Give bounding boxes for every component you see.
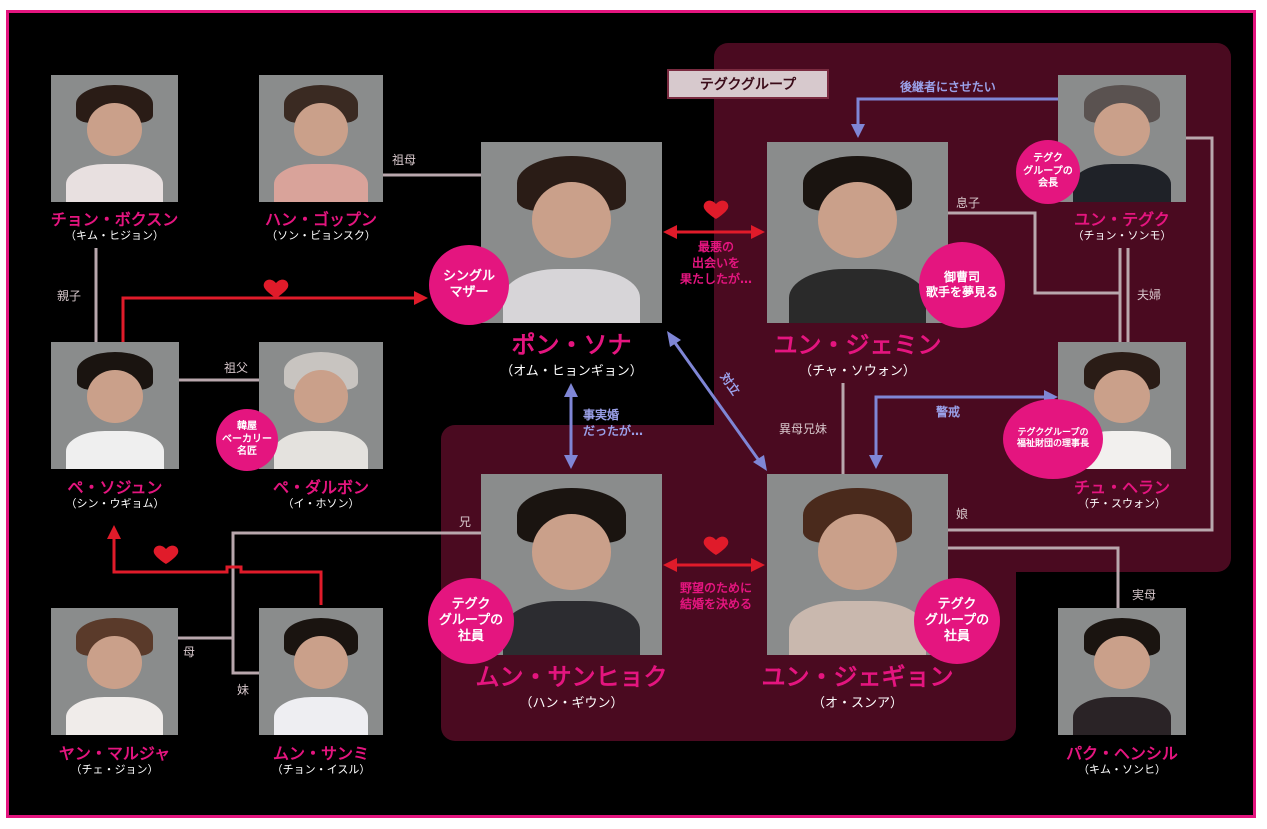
arrow-head-cl-down: [564, 455, 578, 469]
arrow-head-sona-r: [751, 225, 765, 239]
photo-bokusun: [51, 75, 178, 202]
actor-maruja: （チェ・ジョン）: [70, 763, 159, 776]
name-sona: ポン・ソナ: [511, 331, 632, 359]
badge-heran: テグクグループの 福祉財団の理事長: [1003, 399, 1103, 479]
actor-jemin: （チャ・ソウォン）: [799, 364, 916, 379]
line-successor: [856, 97, 1058, 128]
arrow-head-sj-r: [751, 558, 765, 572]
arrow-head-love-sojun: [414, 291, 428, 305]
arrow-head-love-sanmi: [107, 525, 121, 539]
actor-sojun: （シン・ウギョム）: [65, 497, 165, 510]
name-jemin: ユン・ジェミン: [773, 331, 942, 359]
label-grandmother: 祖母: [392, 153, 417, 167]
photo-jemin: [767, 142, 948, 323]
arrow-label-successor: 後継者にさせたい: [900, 80, 996, 94]
photo-goppun: [259, 75, 383, 202]
name-sojun: ペ・ソジュン: [67, 478, 163, 497]
arrow-label-common-law: 事実婚 だったが…: [583, 408, 644, 439]
badge-darubon: 韓屋 ベーカリー 名匠: [216, 409, 278, 471]
photo-tegku: [1058, 75, 1186, 202]
label-bio-mother: 実母: [1132, 588, 1157, 602]
arrow-head-sj-l: [663, 558, 677, 572]
heart-icon: [703, 200, 729, 219]
actor-goppun: （ソン・ビョンスク）: [266, 229, 376, 242]
actor-sona: （オム・ヒョンギョン）: [500, 364, 643, 379]
arrow-head-sona-l: [663, 225, 677, 239]
name-darubon: ペ・ダルボン: [272, 478, 369, 497]
photo-darubon: [259, 342, 383, 469]
line-confront: [671, 339, 762, 463]
heart-icon: [263, 279, 289, 298]
badge-jemin: 御曹司 歌手を夢見る: [919, 242, 1005, 328]
label-son: 息子: [956, 196, 981, 210]
arrow-head-wary-b: [869, 455, 883, 469]
photo-maruja: [51, 608, 178, 735]
actor-tegku: （チョン・ソンモ）: [1072, 229, 1172, 242]
name-sanhyok: ムン・サンヒョク: [475, 663, 668, 691]
name-sanmi: ムン・サンミ: [272, 744, 369, 763]
line-love-sanmi: [112, 538, 323, 605]
line-love-sojun: [121, 296, 415, 342]
actor-sanmi: （チョン・イスル）: [271, 763, 371, 776]
actor-darubon: （イ・ホソン）: [282, 497, 360, 510]
arrow-label-wary: 警戒: [936, 405, 961, 419]
label-older-brother: 兄: [459, 515, 472, 529]
arrow-label-ambition: 野望のために 結婚を決める: [679, 581, 752, 612]
label-spouse: 夫婦: [1137, 288, 1162, 302]
badge-tegku: テグク グループの 会長: [1016, 140, 1080, 204]
heart-icon: [703, 536, 729, 555]
badge-jegyon: テグク グループの 社員: [914, 578, 1000, 664]
line-son: [948, 211, 1120, 295]
photo-hensil: [1058, 608, 1186, 735]
actor-bokusun: （キム・ヒジョン）: [65, 229, 164, 242]
name-maruja: ヤン・マルジャ: [58, 744, 171, 763]
label-half-sibling: 異母兄妹: [779, 422, 828, 436]
badge-sanhyok: テグク グループの 社員: [428, 578, 514, 664]
arrow-head-confront-b: [753, 455, 767, 471]
name-hensil: パク・ヘンシル: [1066, 744, 1178, 763]
actor-sanhyok: （ハン・ギウン）: [519, 696, 624, 711]
arrow-head-successor: [851, 124, 865, 138]
label-parent-child: 親子: [57, 289, 82, 303]
label-daughter: 娘: [956, 507, 969, 521]
group-label: テグクグループ: [667, 69, 829, 99]
line-wary: [874, 395, 1048, 460]
arrow-head-confront-a: [667, 331, 681, 347]
name-jegyon: ユン・ジェギョン: [761, 663, 954, 691]
arrow-head-cl-up: [564, 383, 578, 397]
line-tegku-right: [948, 136, 1214, 532]
badge-sona: シングル マザー: [429, 245, 509, 325]
photo-sona: [481, 142, 662, 323]
arrow-label-worst-meeting: 最悪の 出会いを 果たしたが…: [679, 240, 752, 287]
actor-heran: （チ・スウォン）: [1078, 497, 1166, 510]
photo-sanmi: [259, 608, 383, 735]
actor-hensil: （キム・ソンヒ）: [1078, 763, 1166, 776]
heart-icon: [153, 545, 179, 564]
actor-jegyon: （オ・スンア）: [811, 696, 903, 711]
name-bokusun: チョン・ボクスン: [50, 210, 179, 229]
name-heran: チュ・ヘラン: [1073, 478, 1170, 497]
name-goppun: ハン・ゴップン: [264, 210, 377, 229]
name-tegku: ユン・テグク: [1074, 210, 1170, 229]
line-brother: [231, 531, 481, 675]
label-grandfather: 祖父: [224, 361, 249, 375]
photo-sojun: [51, 342, 179, 469]
line-bio-mother: [948, 546, 1120, 608]
label-mother: 母: [183, 645, 196, 659]
label-younger-sister: 妹: [237, 683, 250, 697]
